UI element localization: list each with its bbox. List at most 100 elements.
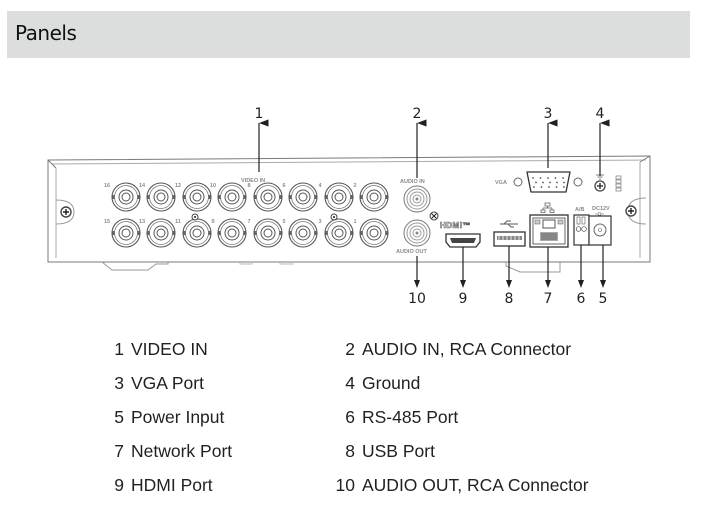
bnc-connector bbox=[111, 182, 141, 212]
bnc-connector bbox=[288, 182, 318, 212]
bnc-channel-number: 4 bbox=[318, 183, 322, 189]
legend-item: 2 AUDIO IN, RCA Connector bbox=[335, 339, 571, 360]
legend-number: 7 bbox=[114, 441, 124, 461]
legend-number: 5 bbox=[114, 407, 124, 427]
audio-out-rca-connector bbox=[403, 219, 431, 247]
bnc-connector bbox=[146, 182, 176, 212]
hdmi-port bbox=[445, 233, 481, 248]
legend-number: 2 bbox=[345, 339, 355, 359]
ground-screw-icon bbox=[594, 180, 606, 192]
rs485-terminal bbox=[573, 214, 590, 246]
bnc-channel-number: 3 bbox=[318, 219, 321, 225]
bnc-connector bbox=[182, 182, 212, 212]
section-heading-bar: Panels bbox=[7, 11, 690, 58]
bnc-channel-number: 15 bbox=[104, 219, 110, 225]
bnc-channel-number: 1 bbox=[353, 219, 356, 225]
rs485-panel-label: A/B bbox=[575, 207, 585, 213]
bnc-connector bbox=[288, 218, 318, 248]
legend-label: Power Input bbox=[131, 407, 225, 427]
usb-symbol-icon bbox=[500, 220, 518, 228]
network-rj45-port bbox=[529, 214, 569, 248]
legend-number: 4 bbox=[345, 373, 355, 393]
legend-label: Network Port bbox=[131, 441, 233, 461]
hdmi-logo: HDMI™ bbox=[440, 221, 471, 230]
bnc-channel-number: 2 bbox=[353, 183, 356, 189]
callout-number: 1 bbox=[255, 106, 264, 122]
bnc-channel-number: 12 bbox=[175, 183, 181, 189]
vent-slots bbox=[615, 175, 622, 192]
bnc-channel-number: 14 bbox=[139, 183, 146, 189]
bnc-screw-icon bbox=[191, 213, 338, 221]
callout-number: 3 bbox=[544, 106, 553, 122]
bnc-connector bbox=[217, 182, 247, 212]
bnc-connector bbox=[359, 182, 389, 212]
power-dc-jack bbox=[588, 215, 612, 246]
bnc-connector bbox=[111, 218, 141, 248]
legend-item: 4 Ground bbox=[335, 373, 420, 394]
callout-number: 5 bbox=[599, 291, 608, 307]
legend-label: AUDIO IN, RCA Connector bbox=[362, 339, 572, 359]
audio-screw-icon bbox=[429, 211, 439, 221]
legend-label: USB Port bbox=[362, 441, 435, 461]
right-screw-icon bbox=[625, 205, 637, 217]
legend-label: RS-485 Port bbox=[362, 407, 459, 427]
audio-in-panel-label: AUDIO IN bbox=[400, 179, 425, 185]
vga-panel-label: VGA bbox=[495, 180, 507, 186]
callout-arrowhead bbox=[506, 280, 512, 288]
bnc-channel-number: 11 bbox=[175, 219, 181, 225]
vga-port bbox=[526, 171, 571, 193]
bnc-channel-number: 10 bbox=[210, 183, 216, 189]
callout-arrowhead bbox=[460, 280, 466, 288]
legend-number: 9 bbox=[114, 475, 124, 495]
callout-arrowhead bbox=[414, 280, 420, 288]
legend-label: AUDIO OUT, RCA Connector bbox=[362, 475, 589, 495]
callout-number: 2 bbox=[413, 106, 422, 122]
legend-number: 3 bbox=[114, 373, 124, 393]
usb-port bbox=[493, 231, 526, 247]
audio-in-rca-connector bbox=[403, 185, 431, 213]
bnc-connector bbox=[146, 218, 176, 248]
legend-item: 3 VGA Port bbox=[112, 373, 204, 394]
bnc-channel-number: 7 bbox=[247, 219, 250, 225]
legend-label: Ground bbox=[362, 373, 421, 393]
legend-item: 7 Network Port bbox=[112, 441, 232, 462]
callout-arrowhead bbox=[600, 280, 606, 288]
bnc-connector bbox=[217, 218, 247, 248]
legend-item: 10 AUDIO OUT, RCA Connector bbox=[335, 475, 589, 496]
bnc-connector bbox=[253, 182, 283, 212]
callout-arrowhead bbox=[578, 280, 584, 288]
bnc-channel-number: 5 bbox=[282, 219, 285, 225]
bnc-channel-number: 8 bbox=[247, 183, 250, 189]
callout-number: 6 bbox=[577, 291, 586, 307]
legend-label: VIDEO IN bbox=[131, 339, 208, 359]
bnc-connector bbox=[359, 218, 389, 248]
audio-out-panel-label: AUDIO OUT bbox=[396, 249, 428, 255]
callout-number: 4 bbox=[596, 106, 605, 122]
legend-label: VGA Port bbox=[131, 373, 204, 393]
callout-arrowhead bbox=[545, 280, 551, 288]
callout-number: 10 bbox=[408, 291, 426, 307]
legend-item: 5 Power Input bbox=[112, 407, 224, 428]
legend-label: HDMI Port bbox=[131, 475, 213, 495]
legend-item: 9 HDMI Port bbox=[112, 475, 213, 496]
callout-number: 7 bbox=[544, 291, 553, 307]
vga-screw-right bbox=[573, 177, 583, 187]
callout-number: 8 bbox=[505, 291, 514, 307]
callout-number: 9 bbox=[459, 291, 468, 307]
power-panel-label: DC12V bbox=[592, 206, 610, 212]
section-title: Panels bbox=[15, 21, 77, 45]
bnc-connector bbox=[182, 218, 212, 248]
bnc-channel-number: 16 bbox=[104, 183, 110, 189]
bnc-connector bbox=[253, 218, 283, 248]
bnc-connector bbox=[324, 218, 354, 248]
network-symbol-icon bbox=[540, 202, 555, 213]
left-screw-icon bbox=[60, 206, 72, 218]
legend-number: 10 bbox=[335, 475, 355, 495]
